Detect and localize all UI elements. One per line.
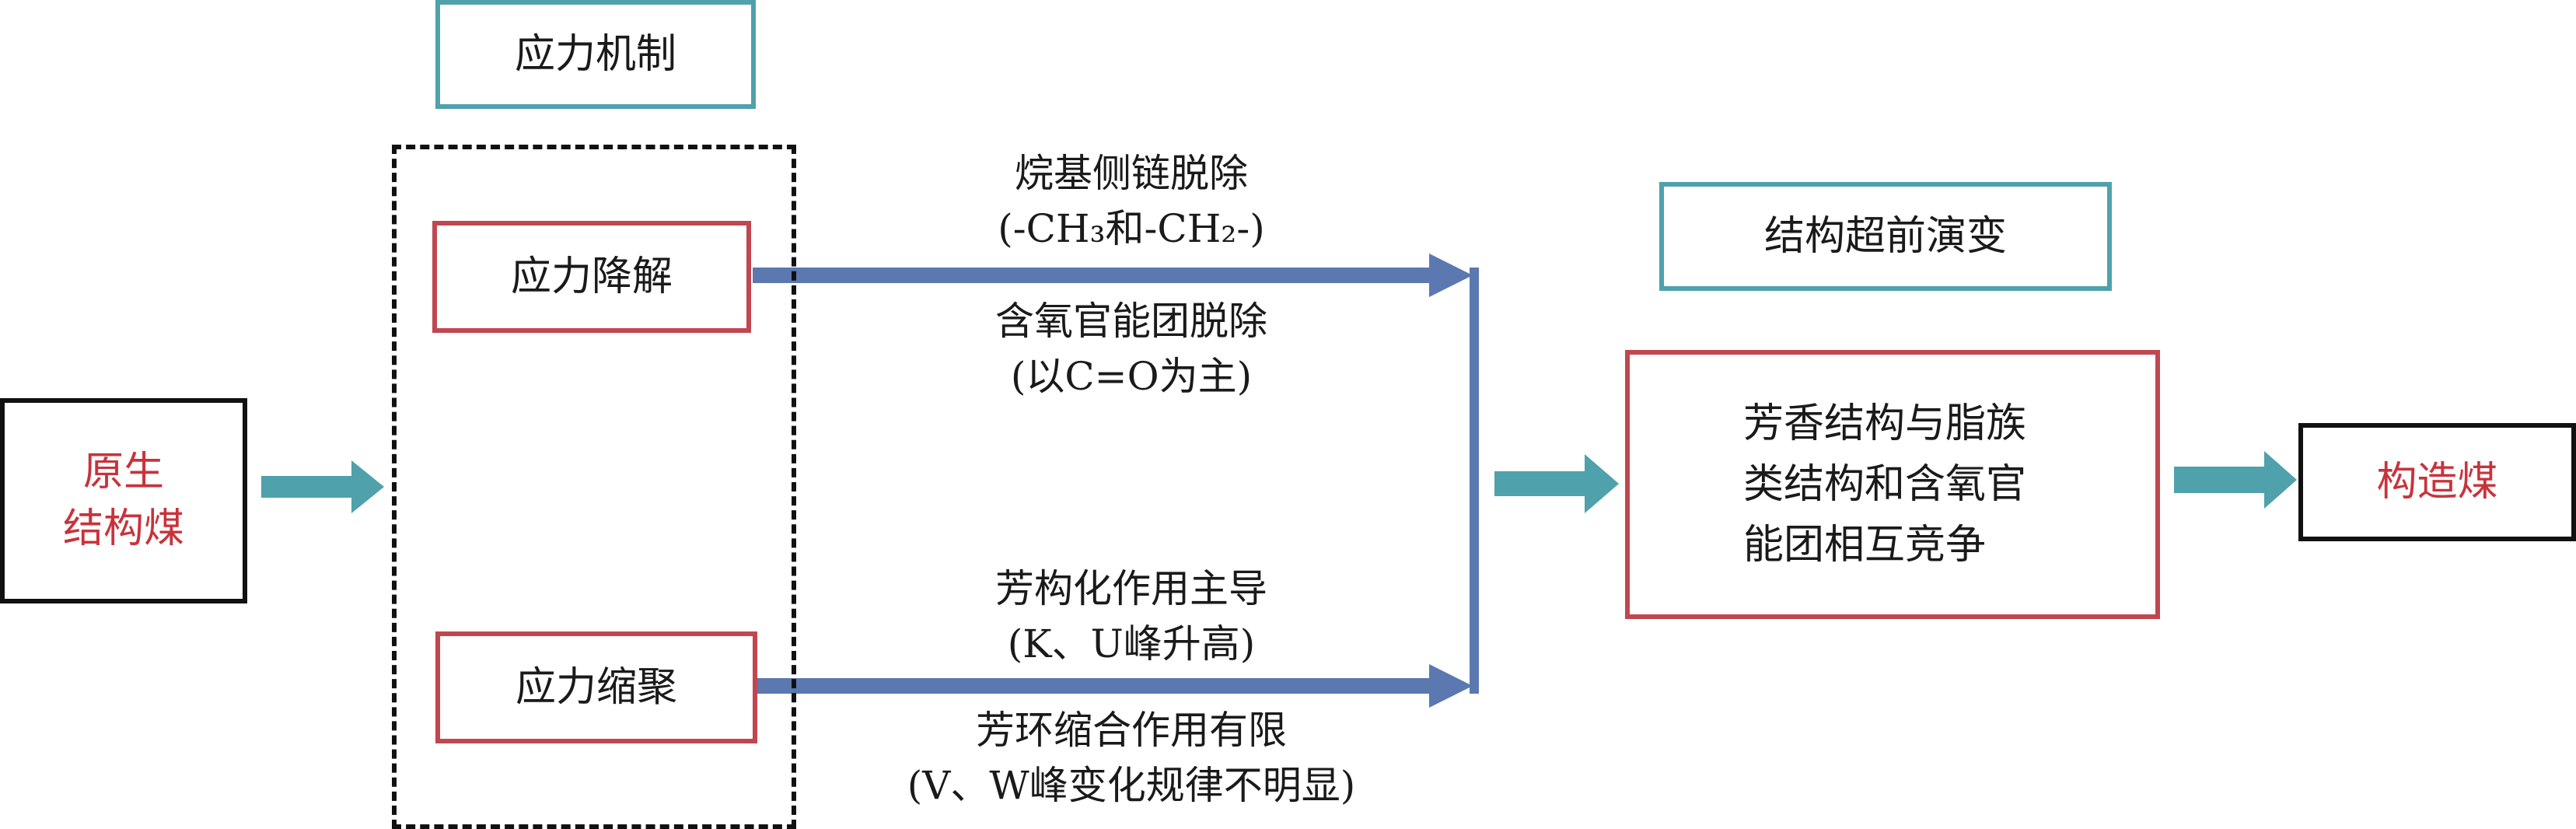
- mechanism-header: 应力机制: [435, 0, 756, 109]
- source-to-mechanism-arrow: [261, 460, 384, 513]
- result-coal-box: 构造煤: [2298, 423, 2576, 541]
- source-coal-box: 原生 结构煤: [0, 398, 247, 603]
- condensation-arrow: [753, 664, 1473, 708]
- competition-to-result-arrow: [2174, 451, 2297, 509]
- alkyl-removal-label: 烷基侧链脱除 (-CH₃和-CH₂-): [998, 151, 1265, 251]
- junction-bar: [1470, 268, 1479, 694]
- degradation-box: 应力降解: [432, 221, 751, 333]
- source-coal-line-1: 原生: [82, 449, 164, 496]
- oxygen-removal-label: 含氧官能团脱除 (以C=O为主): [995, 299, 1267, 399]
- aromatization-label: 芳构化作用主导 (K、U峰升高): [995, 566, 1267, 666]
- source-coal-line-2: 结构煤: [62, 505, 184, 552]
- junction-to-competition-arrow: [1494, 454, 1619, 513]
- ring-condensation-label: 芳环缩合作用有限 (V、W峰变化规律不明显): [907, 708, 1356, 808]
- condensation-box: 应力缩聚: [435, 631, 757, 743]
- competition-box: 芳香结构与脂族 类结构和含氧官 能团相互竞争: [1625, 350, 2160, 619]
- degradation-arrow: [753, 254, 1473, 297]
- evolution-header: 结构超前演变: [1659, 182, 2112, 291]
